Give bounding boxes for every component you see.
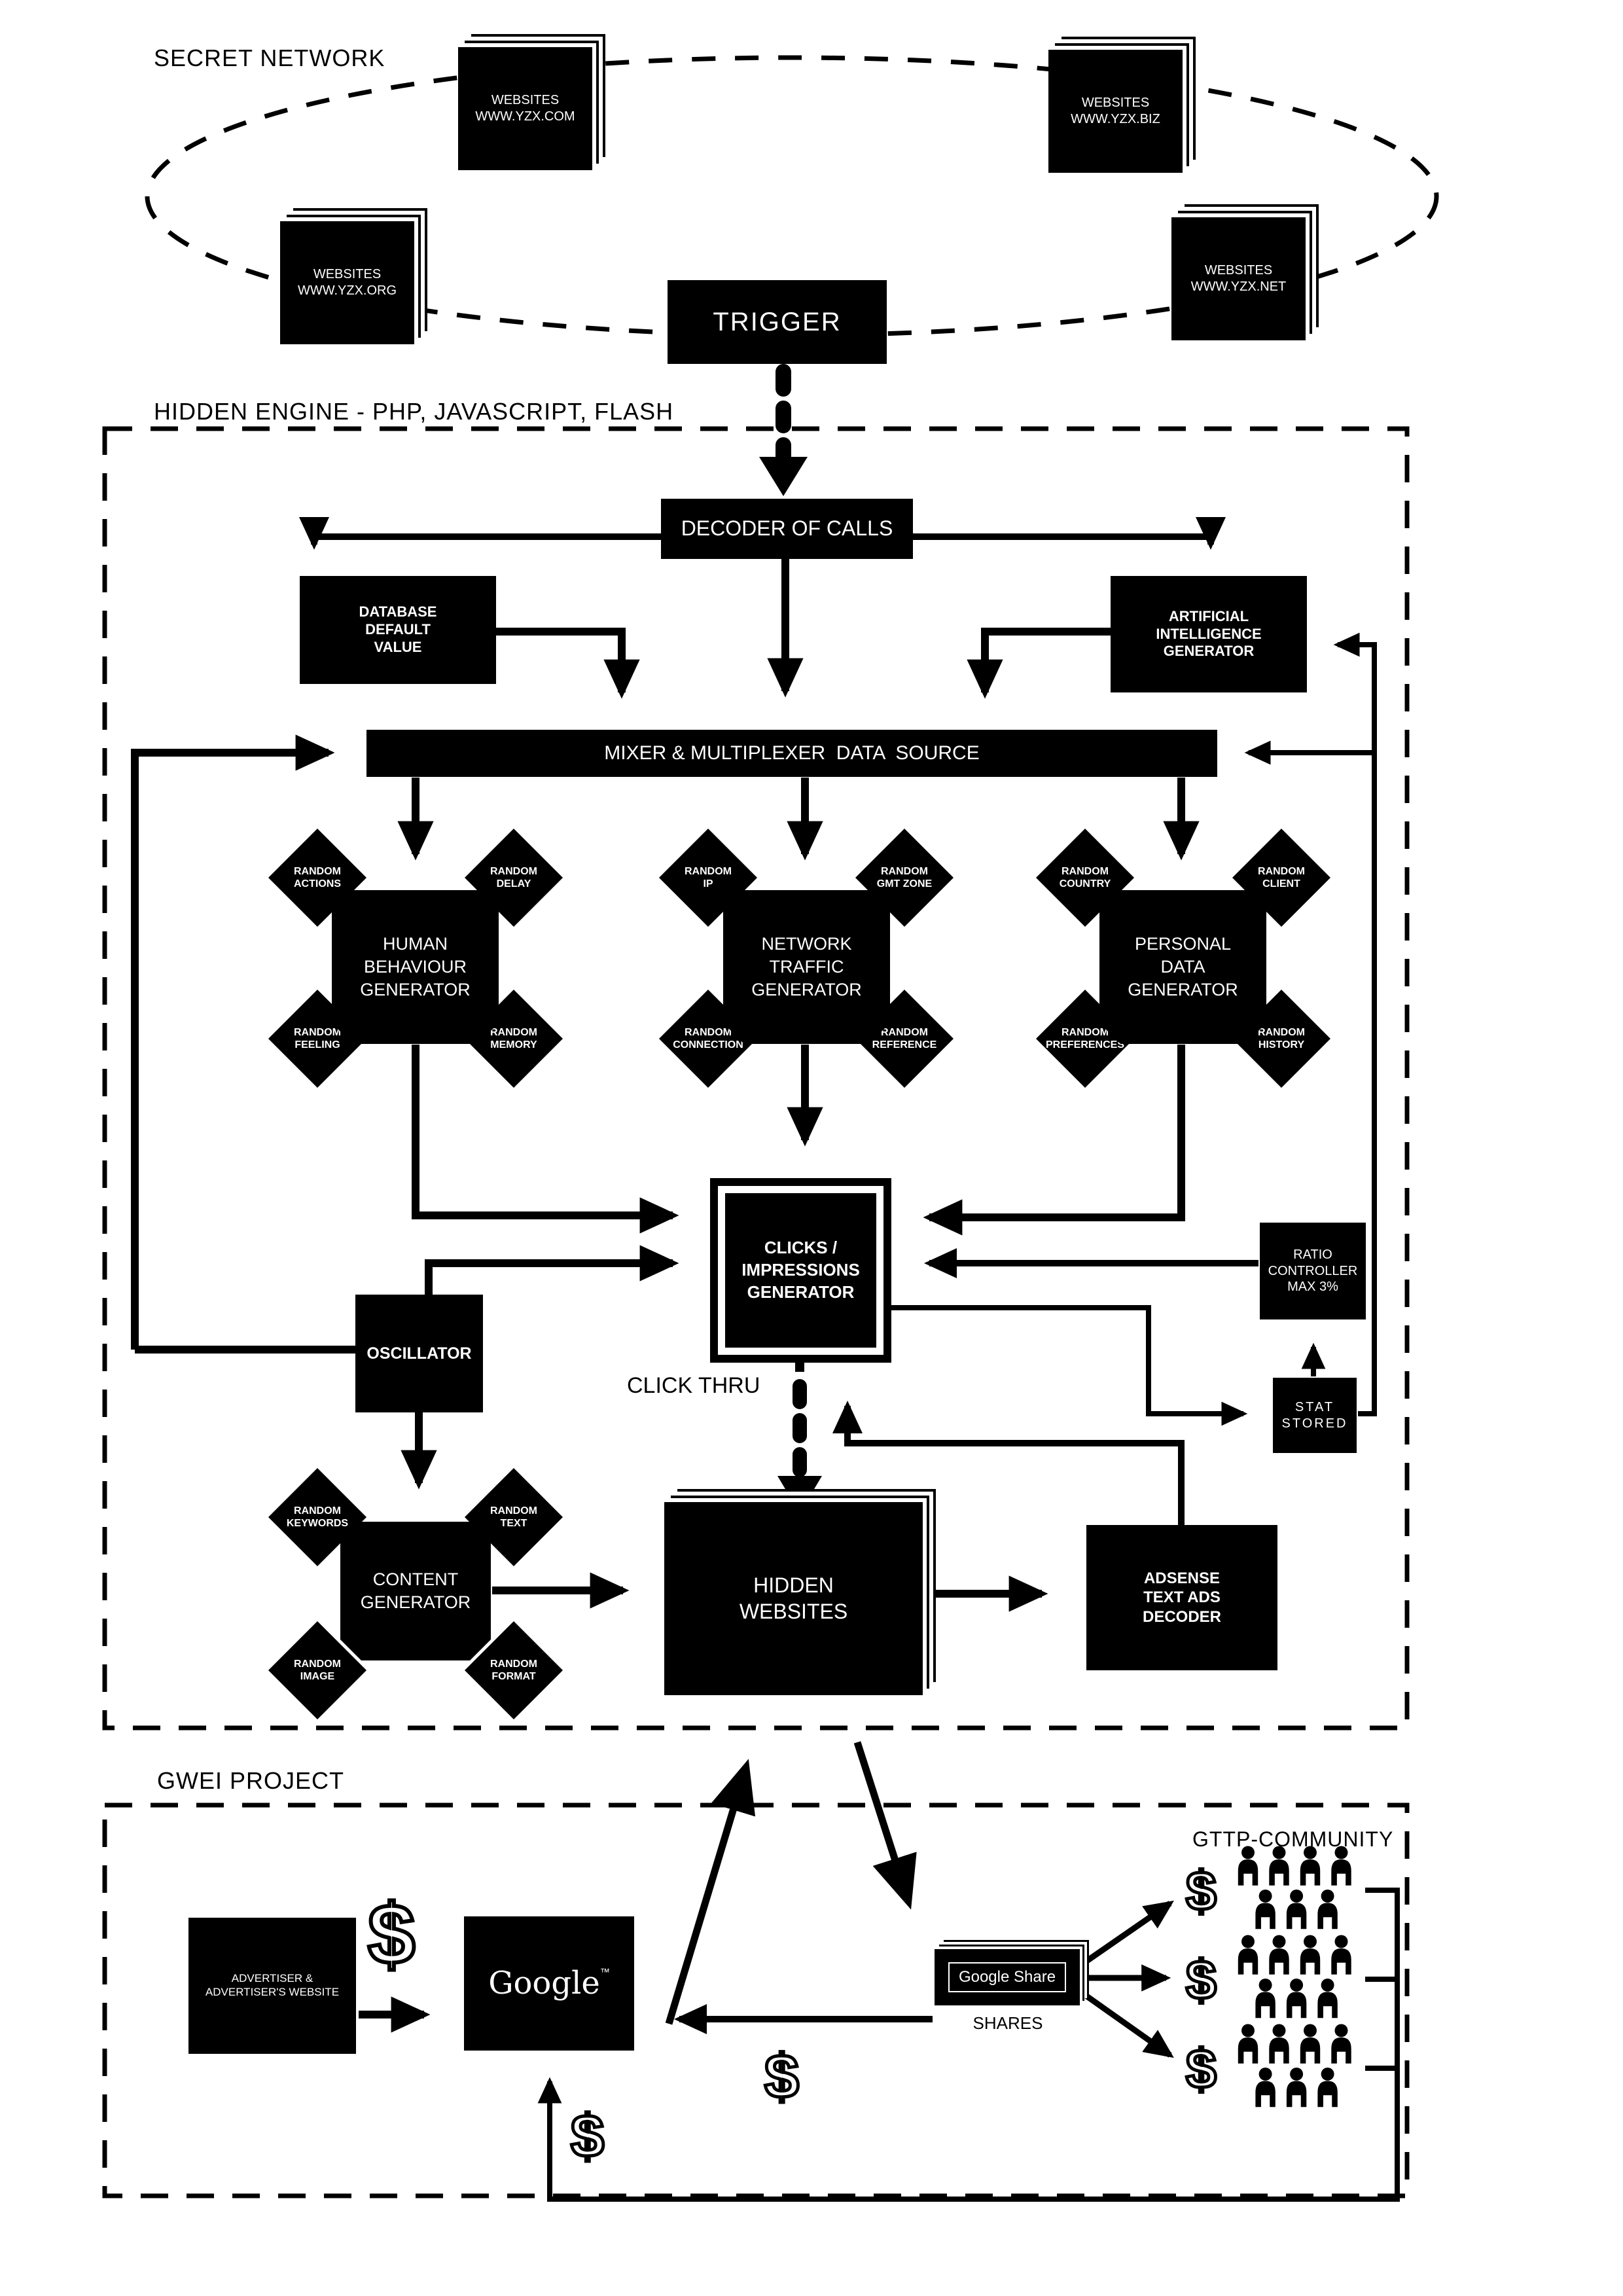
secret-network-ring (145, 55, 1439, 338)
google-node: Google™ (464, 1916, 634, 2051)
content-generator-node: CONTENT GENERATOR (340, 1522, 491, 1660)
dollar-icon: $ (1186, 2038, 1217, 2100)
click-thru-label: CLICK THRU (627, 1373, 760, 1398)
community-group-icon (1238, 1935, 1351, 2018)
personal-data-generator-node: PERSONAL DATA GENERATOR (1099, 890, 1266, 1044)
website-node-org: WEBSITES WWW.YZX.ORG (280, 221, 414, 344)
oscillator-node: OSCILLATOR (355, 1295, 483, 1412)
website-node-com: WEBSITES WWW.YZX.COM (458, 47, 592, 170)
google-share-node: Google Share (935, 1949, 1080, 2005)
hidden-engine-label: HIDDEN ENGINE - PHP, JAVASCRIPT, FLASH (154, 398, 674, 425)
gwei-border (102, 1803, 1410, 2198)
community-group-icon (1238, 2024, 1351, 2108)
google-share-label: Google Share (948, 1962, 1067, 1992)
clicks-impressions-generator-label: CLICKS / IMPRESSIONS GENERATOR (725, 1193, 876, 1348)
artificial-intelligence-generator-node: ARTIFICIAL INTELLIGENCE GENERATOR (1111, 576, 1307, 692)
mixer-multiplexer-node: MIXER & MULTIPLEXER DATA SOURCE (366, 730, 1217, 777)
ratio-controller-node: RATIO CONTROLLER MAX 3% (1260, 1223, 1366, 1319)
human-behaviour-generator-node: HUMAN BEHAVIOUR GENERATOR (332, 890, 499, 1044)
dollar-icon: $ (764, 2042, 799, 2111)
stat-stored-node: STAT STORED (1273, 1378, 1357, 1453)
adsense-text-ads-decoder-node: ADSENSE TEXT ADS DECODER (1086, 1525, 1277, 1670)
gttp-community-label: GTTP-COMMUNITY (1192, 1827, 1394, 1851)
dollar-icon: $ (571, 2103, 604, 2170)
database-default-value-node: DATABASE DEFAULT VALUE (300, 576, 496, 684)
dollar-icon: $ (1186, 1949, 1217, 2011)
hidden-engine-border (102, 426, 1410, 1731)
hidden-websites-node: HIDDEN WEBSITES (664, 1502, 923, 1695)
advertiser-website-node: ADVERTISER & ADVERTISER'S WEBSITE (188, 1918, 356, 2054)
website-node-net: WEBSITES WWW.YZX.NET (1171, 217, 1306, 340)
decoder-of-calls-node: DECODER OF CALLS (661, 499, 913, 559)
google-logo: Google™ (488, 1965, 610, 2002)
community-group-icon (1238, 1846, 1351, 1929)
secret-network-label: SECRET NETWORK (154, 45, 385, 71)
trademark-icon: ™ (599, 1967, 610, 1979)
dollar-icon: $ (368, 1886, 415, 1982)
trigger-node: TRIGGER (668, 280, 887, 364)
gwei-project-label: GWEI PROJECT (157, 1767, 345, 1794)
dollar-icon: $ (1186, 1860, 1217, 1922)
network-traffic-generator-node: NETWORK TRAFFIC GENERATOR (723, 890, 890, 1044)
shares-label: SHARES (972, 2013, 1043, 2033)
clicks-impressions-generator-node: CLICKS / IMPRESSIONS GENERATOR (710, 1178, 891, 1363)
website-node-biz: WEBSITES WWW.YZX.BIZ (1048, 50, 1183, 173)
